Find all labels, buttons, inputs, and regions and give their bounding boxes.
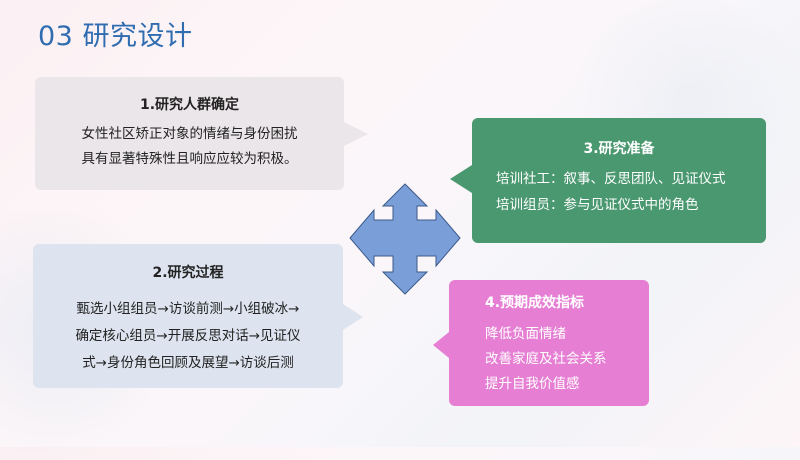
callout-heading: 1.研究人群确定 xyxy=(139,97,240,113)
callout-line: 女性社区矫正对象的情绪与身份困扰 xyxy=(81,126,298,142)
callout-heading: 3.研究准备 xyxy=(583,141,655,157)
callout-line: 培训组员：参与见证仪式中的角色 xyxy=(496,197,699,213)
callout-heading: 2.研究过程 xyxy=(152,265,224,281)
callout-line: 改善家庭及社会关系 xyxy=(485,351,607,367)
callout-pointer xyxy=(433,332,449,358)
callout-heading: 4.预期成效指标 xyxy=(485,295,585,311)
callout-line: 培训社工：叙事、反思团队、见证仪式 xyxy=(496,171,726,187)
callout-pointer xyxy=(450,165,472,193)
four-way-arrow-icon xyxy=(349,183,461,295)
callout-line: 甄选小组组员→访谈前测→小组破冰→ xyxy=(76,301,300,317)
expected-indicators-callout: 4.预期成效指标 降低负面情绪 改善家庭及社会关系 提升自我价值感 xyxy=(433,280,649,406)
research-preparation-callout: 3.研究准备 培训社工：叙事、反思团队、见证仪式 培训组员：参与见证仪式中的角色 xyxy=(450,118,766,243)
callout-line: 式→身份角色回顾及展望→访谈后测 xyxy=(82,355,294,371)
callout-line: 具有显著特殊性且响应应较为积极。 xyxy=(81,151,298,167)
research-process-callout: 2.研究过程 甄选小组组员→访谈前测→小组破冰→ 确定核心组员→开展反思对话→见… xyxy=(33,244,363,388)
research-population-callout: 1.研究人群确定 女性社区矫正对象的情绪与身份困扰 具有显著特殊性且响应应较为积… xyxy=(35,77,368,190)
callout-pointer xyxy=(344,122,368,146)
page-title: 03 研究设计 xyxy=(38,21,193,52)
callout-line: 确定核心组员→开展反思对话→见证仪 xyxy=(75,328,301,344)
callout-line: 降低负面情绪 xyxy=(485,326,566,342)
callout-line: 提升自我价值感 xyxy=(485,376,580,392)
callout-pointer xyxy=(343,304,363,330)
